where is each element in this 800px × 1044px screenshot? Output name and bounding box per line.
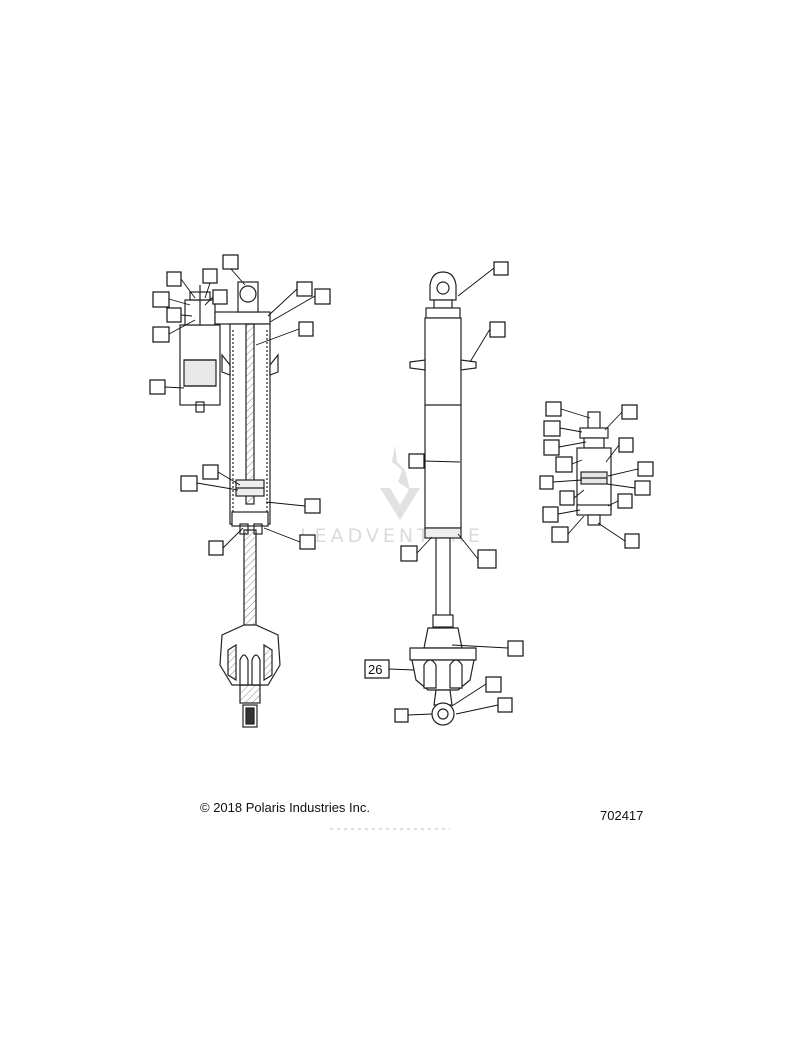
copyright-text: © 2018 Polaris Industries Inc. <box>200 800 370 815</box>
figure-number: 702417 <box>600 808 644 823</box>
shock-section-view <box>179 281 281 728</box>
callout-26-label: 26 <box>368 662 382 677</box>
reservoir-detail-view <box>576 411 612 526</box>
leader-lines-right <box>552 408 639 542</box>
shock-exterior-view <box>409 271 477 726</box>
leader-lines-left <box>164 268 316 549</box>
callouts-center <box>364 261 524 723</box>
callouts-right <box>539 401 654 549</box>
leader-lines-center <box>388 267 509 716</box>
callouts-left <box>149 254 331 556</box>
